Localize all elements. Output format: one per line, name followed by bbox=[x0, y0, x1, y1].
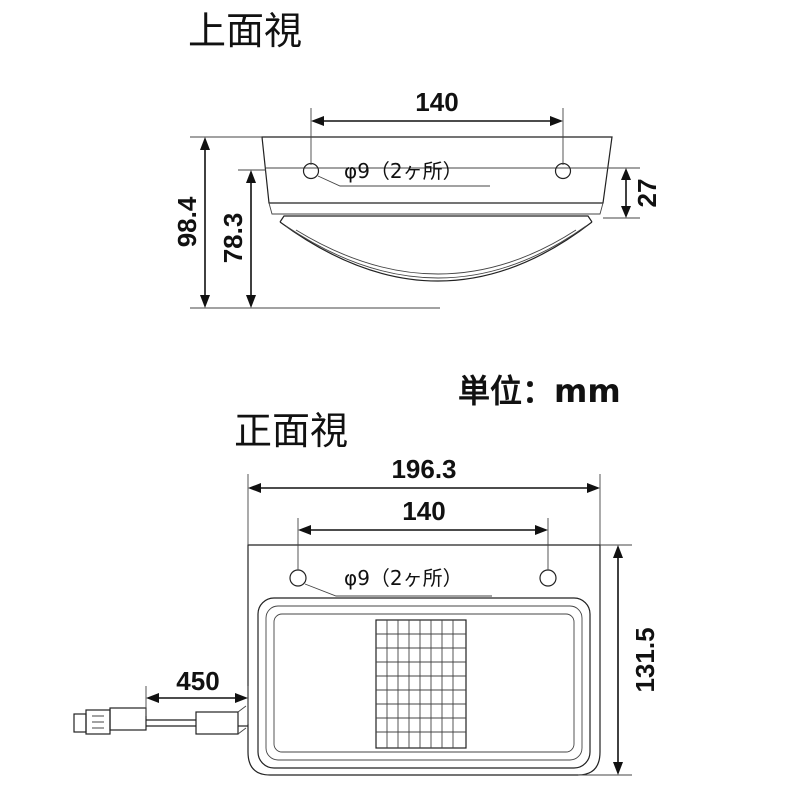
top-view-body bbox=[261, 136, 613, 282]
reflector-grid bbox=[375, 619, 467, 749]
front-dim-hole-width-label: 140 bbox=[402, 496, 445, 526]
top-hole-right bbox=[554, 162, 572, 180]
top-dim-78-3 bbox=[238, 169, 266, 308]
front-view-body bbox=[73, 544, 601, 776]
front-hole-right bbox=[539, 569, 557, 587]
top-dim-98-4 bbox=[190, 136, 440, 309]
top-dim-width-label: 140 bbox=[415, 87, 458, 117]
front-dim-cable-label: 450 bbox=[176, 666, 219, 696]
top-hole-left bbox=[302, 162, 320, 180]
front-hole-note: φ9（2ヶ所） bbox=[344, 566, 463, 590]
front-dim-450 bbox=[145, 686, 249, 724]
cable-connector bbox=[73, 705, 248, 735]
top-dim-hole-offset-label: 27 bbox=[632, 179, 662, 208]
top-dim-total-height-label: 98.4 bbox=[172, 196, 202, 247]
front-hole-left bbox=[289, 569, 307, 587]
front-dim-total-width-label: 196.3 bbox=[391, 454, 456, 484]
front-dim-131-5 bbox=[578, 544, 632, 776]
front-dim-height-label: 131.5 bbox=[630, 627, 660, 692]
top-dim-140 bbox=[310, 108, 564, 165]
front-dim-196-3 bbox=[247, 474, 601, 545]
top-view-title: 上面視 bbox=[188, 9, 302, 53]
top-dim-body-height-label: 78.3 bbox=[218, 213, 248, 264]
top-dim-27 bbox=[603, 167, 640, 219]
top-hole-note: φ9（2ヶ所） bbox=[344, 159, 463, 183]
front-view-title: 正面視 bbox=[234, 409, 348, 453]
unit-label: 単位：mm bbox=[458, 372, 621, 410]
front-dim-140 bbox=[297, 518, 549, 570]
